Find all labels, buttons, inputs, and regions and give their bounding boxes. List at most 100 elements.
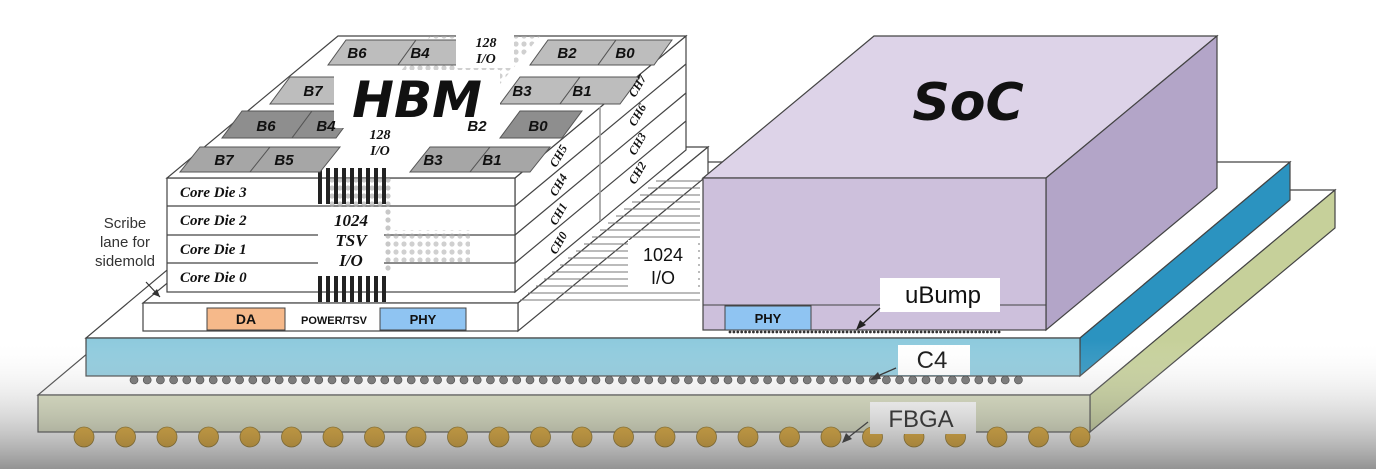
c4-bump (789, 375, 799, 385)
ubump (919, 330, 923, 334)
c4-bump (670, 375, 680, 385)
ubump (950, 330, 954, 334)
ubump (954, 330, 958, 334)
lower-bank-b4: B4 (316, 118, 336, 135)
da-label: DA (236, 311, 256, 327)
c4-bump (274, 375, 284, 385)
c4-label: C4 (917, 347, 948, 374)
ubump (814, 330, 818, 334)
core-die-3: Core Die 3 (180, 185, 247, 201)
c4-bump (446, 375, 456, 385)
c4-bump (882, 375, 891, 385)
c4-bump (961, 375, 970, 385)
ubump (752, 330, 755, 334)
c4-bump (631, 375, 640, 385)
fbga-ball (530, 426, 551, 448)
fbga-ball (1069, 426, 1091, 448)
fbga-ball (281, 426, 302, 448)
ubump (794, 330, 798, 334)
soc-phy: PHY (724, 305, 812, 331)
ubump (837, 330, 841, 334)
ubump (787, 330, 790, 334)
c4-bump (697, 375, 706, 385)
c4-bump (142, 375, 152, 385)
ubump (993, 330, 997, 334)
ubump (783, 330, 786, 334)
lower-bank-b0: B0 (528, 118, 548, 135)
ubump (771, 330, 775, 334)
hbm-phy-block (379, 307, 467, 331)
da-block (206, 307, 286, 331)
c4-bump (565, 375, 574, 385)
ubump (911, 330, 915, 334)
c4-bump (314, 375, 324, 385)
lower-bank-b1: B1 (482, 152, 501, 169)
ubump (982, 330, 985, 334)
c4-bump (182, 375, 192, 385)
fbga-ball (571, 426, 593, 448)
ubump (791, 330, 794, 334)
ubump (779, 330, 783, 334)
soc-title: SoC (912, 73, 1023, 133)
fbga-ball (696, 426, 717, 448)
ubump (884, 330, 888, 334)
fbga-ball (364, 426, 385, 448)
ubump (888, 330, 892, 334)
fbga-ball (779, 426, 800, 448)
c4-bump (459, 375, 469, 385)
ubump (947, 330, 950, 334)
c4-bump (921, 375, 931, 385)
soc-phy-block (724, 305, 812, 331)
c4-bump (604, 375, 614, 385)
fbga-ball (488, 426, 510, 448)
c4-bump (644, 375, 654, 385)
top-bank-b2: B2 (557, 45, 577, 62)
ubump (853, 330, 857, 334)
c4-bump (208, 375, 218, 385)
ubump (810, 330, 814, 334)
lower-bank-b5: B5 (274, 152, 294, 169)
c4-bump (525, 375, 535, 385)
c4-bump (934, 375, 944, 385)
core-die-1: Core Die 1 (180, 242, 247, 258)
ubump (986, 330, 989, 334)
c4-bump (842, 375, 852, 385)
ubump (900, 330, 903, 334)
ubump (997, 330, 1001, 334)
ubump (861, 330, 864, 334)
c4-bump (261, 375, 271, 385)
fbga-ball (115, 426, 136, 448)
ubump (974, 330, 978, 334)
fbga-ball (1028, 426, 1049, 448)
fbga-ball (73, 426, 95, 448)
top-bank-b7: B7 (303, 83, 323, 100)
fbga-ball (447, 426, 468, 448)
fbga-ball (198, 426, 219, 448)
ubump-label: uBump (905, 282, 981, 309)
io-link-count: 1024 (643, 245, 683, 265)
ubump (818, 330, 822, 334)
ubump (939, 330, 942, 334)
fbga-ball (405, 426, 427, 448)
io-mid-number: 128 (370, 128, 391, 143)
fbga-label: FBGA (888, 406, 953, 433)
c4-bump (248, 375, 258, 385)
top-bank-b6: B6 (347, 45, 367, 62)
c4-bump (393, 375, 403, 385)
c4-bump (156, 375, 165, 385)
c4-bump (288, 375, 297, 385)
ubump (833, 330, 837, 334)
ubumps (728, 330, 1001, 334)
ubump (806, 330, 810, 334)
c4-bump (736, 375, 746, 385)
c4-bump (829, 375, 838, 385)
c4-bump (776, 375, 786, 385)
ubump (915, 330, 919, 334)
ubump (872, 330, 876, 334)
fbga-ball (239, 426, 261, 448)
ubump (849, 330, 853, 334)
c4-bump (710, 375, 720, 385)
c4-bump (974, 375, 984, 385)
c4-bump (222, 375, 231, 385)
